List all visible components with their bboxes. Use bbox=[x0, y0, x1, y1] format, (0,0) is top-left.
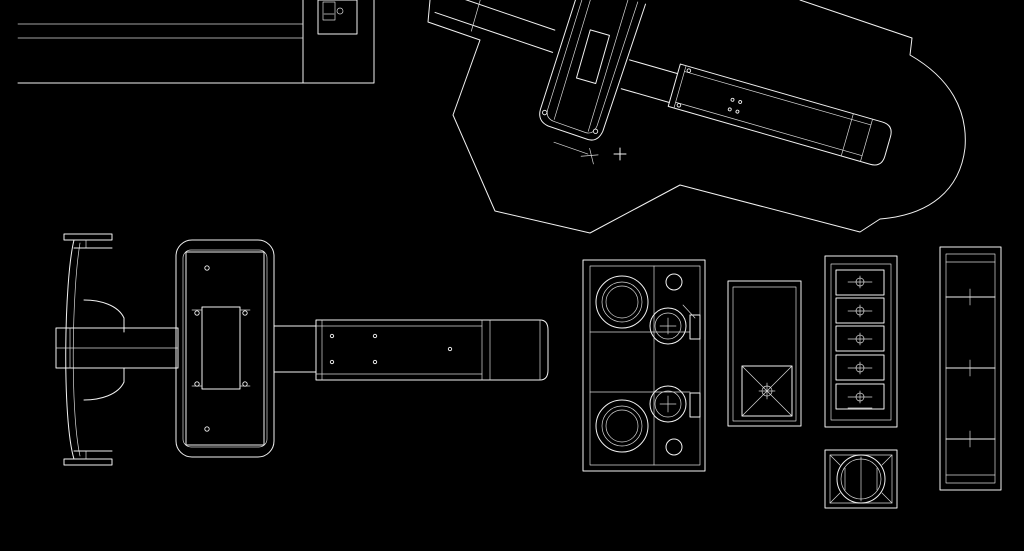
cursor-crosshair bbox=[613, 147, 627, 161]
round-lamp-base[interactable] bbox=[824, 449, 898, 509]
rotated-surgical-table-top-right[interactable] bbox=[407, 0, 907, 241]
tall-shelf-unit[interactable] bbox=[939, 246, 1002, 491]
fixed-table-top-left[interactable] bbox=[17, 0, 375, 84]
drawer-unit[interactable] bbox=[824, 255, 898, 428]
tray-with-cross[interactable] bbox=[727, 280, 802, 427]
surgical-table-bottom-left[interactable] bbox=[55, 233, 549, 466]
console-circles[interactable] bbox=[582, 259, 706, 472]
angled-room-outline[interactable] bbox=[427, 0, 966, 234]
